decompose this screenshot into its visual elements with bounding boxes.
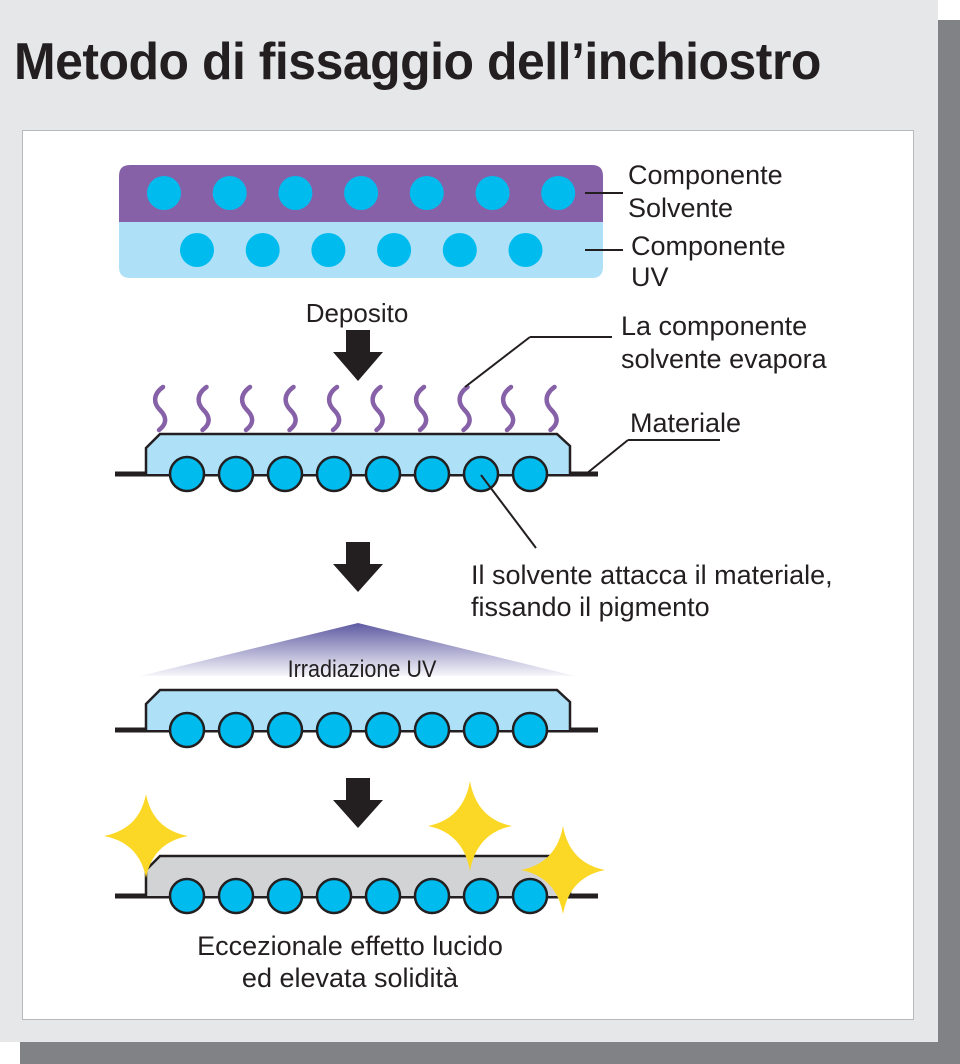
pigment-particle-icon bbox=[168, 877, 206, 915]
vapor-wave-icon bbox=[196, 384, 211, 433]
uv-irradiation-label: Irradiazione UV bbox=[288, 655, 438, 682]
pigment-particle-icon bbox=[462, 711, 500, 749]
pigment-particle-icon bbox=[413, 877, 451, 915]
pigment-particle-icon bbox=[217, 877, 255, 915]
arrow-down-icon bbox=[333, 542, 383, 592]
result-label-2: ed elevata solidità bbox=[242, 963, 459, 993]
ink-composition bbox=[119, 165, 603, 278]
pigment-particle-icon bbox=[168, 455, 206, 493]
pigment-particle-icon bbox=[377, 233, 412, 267]
sparkles bbox=[104, 781, 605, 914]
pigment-particle-icon bbox=[409, 176, 444, 210]
vapor-wave-icon bbox=[500, 384, 516, 433]
ink-layer bbox=[144, 432, 572, 474]
vapor-wave-icon bbox=[544, 384, 559, 433]
ink-layer bbox=[144, 688, 572, 730]
attacks-label-2: fissando il pigmento bbox=[471, 592, 710, 622]
attacks-label-1: Il solvente attacca il materiale, bbox=[471, 560, 833, 590]
solvent-pigments bbox=[147, 176, 576, 210]
pigment-particle-icon bbox=[311, 233, 346, 267]
vapor-wave-icon bbox=[413, 384, 429, 433]
arrow-down-icon bbox=[333, 330, 383, 381]
material-leader-diag bbox=[585, 439, 629, 475]
page-title: Metodo di fissaggio dell’inchiostro bbox=[14, 33, 821, 91]
uv-light-beam bbox=[140, 623, 575, 676]
sparkle-icon bbox=[521, 826, 605, 914]
solvent-label-2: Solvente bbox=[628, 193, 733, 223]
material-label: Materiale bbox=[630, 408, 741, 438]
pigment-particle-icon bbox=[364, 877, 402, 915]
pigment-particle-icon bbox=[217, 455, 255, 493]
uv-label-2: UV bbox=[631, 262, 669, 292]
sparkle-icon bbox=[104, 794, 188, 878]
vapor-wave-icon bbox=[326, 384, 342, 433]
pigment-particle-icon bbox=[475, 176, 510, 210]
uv-layer bbox=[119, 222, 603, 278]
sparkle-icon bbox=[428, 781, 512, 871]
pigment-particle-icon bbox=[245, 233, 280, 267]
solvent-vapors bbox=[152, 384, 559, 433]
vapor-wave-icon bbox=[283, 384, 298, 433]
pigment-particle-icon bbox=[413, 455, 451, 493]
attacks-leader-line bbox=[480, 474, 537, 549]
pigment-particle-icon bbox=[278, 176, 313, 210]
pigment-particle-icon bbox=[217, 711, 255, 749]
uv-label-1: Componente bbox=[631, 231, 786, 261]
pigment-particle-icon bbox=[266, 877, 304, 915]
pigment-particle-icon bbox=[413, 711, 451, 749]
pigment-particle-icon bbox=[462, 877, 500, 915]
pigment-particle-icon bbox=[266, 455, 304, 493]
pigment-particle-icon bbox=[212, 176, 247, 210]
pigment-particle-icon bbox=[315, 877, 353, 915]
evaporates-label-2: solvente evapora bbox=[621, 344, 828, 374]
pigment-particle-icon bbox=[364, 455, 402, 493]
stage-uv-curing bbox=[115, 688, 598, 749]
result-label-1: Eccezionale effetto lucido bbox=[197, 931, 503, 961]
pigment-particle-icon bbox=[511, 877, 549, 915]
pigment-particle-icon bbox=[315, 455, 353, 493]
uv-pigments bbox=[180, 233, 543, 267]
evaporate-leader-diag bbox=[464, 336, 531, 388]
stage-result bbox=[115, 854, 598, 915]
pigment-particle-icon bbox=[344, 176, 379, 210]
vapor-wave-icon bbox=[370, 384, 385, 433]
solvent-label-1: Componente bbox=[628, 160, 783, 190]
pigment-particle-icon bbox=[147, 176, 181, 210]
pigment-particle-icon bbox=[364, 711, 402, 749]
pigment-particle-icon bbox=[266, 711, 304, 749]
vapor-wave-icon bbox=[152, 384, 168, 433]
vapor-wave-icon bbox=[239, 384, 255, 433]
deposit-label: Deposito bbox=[306, 298, 409, 328]
stage-deposit bbox=[115, 432, 598, 493]
pigment-particle-icon bbox=[462, 455, 500, 493]
arrow-down-icon bbox=[333, 778, 383, 828]
pigment-particle-icon bbox=[180, 233, 214, 267]
evaporates-label-1: La componente bbox=[621, 311, 807, 341]
ink-layer bbox=[144, 854, 572, 896]
pigment-particle-icon bbox=[442, 233, 477, 267]
pigment-particle-icon bbox=[541, 176, 576, 210]
pigment-particle-icon bbox=[168, 711, 206, 749]
pigment-particle-icon bbox=[511, 711, 549, 749]
pigment-particle-icon bbox=[511, 455, 549, 493]
pigment-particle-icon bbox=[508, 233, 543, 267]
pigment-particle-icon bbox=[315, 711, 353, 749]
vapor-wave-icon bbox=[457, 384, 472, 433]
